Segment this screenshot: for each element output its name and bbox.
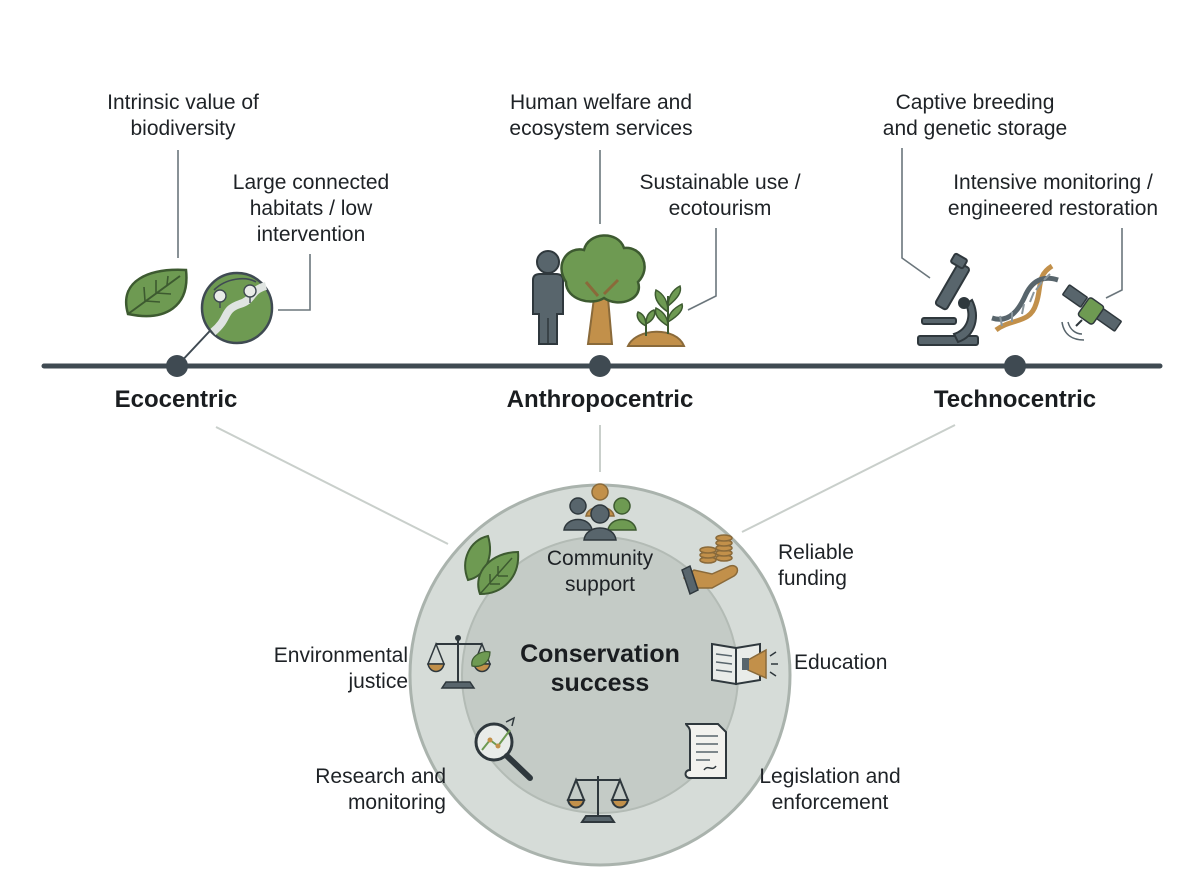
annotation-connected-habitats: Large connected habitats / low intervent… <box>216 170 406 248</box>
annotation-line: intervention <box>256 223 366 246</box>
scales-leaf-icon <box>426 635 492 689</box>
connector-ecocentric <box>215 426 449 545</box>
hand-coins-icon <box>681 534 739 596</box>
factor-research: Research and monitoring <box>290 764 446 816</box>
factor-legislation: Legislation and enforcement <box>740 764 920 816</box>
annotation-line: and genetic storage <box>882 117 1068 140</box>
factor-environmental-justice: Environmental justice <box>244 643 408 695</box>
pole-label-technocentric: Technocentric <box>933 386 1097 413</box>
annotation-line: Intrinsic value of <box>107 91 259 114</box>
factor-education: Education <box>794 650 924 676</box>
annotation-intensive-monitoring: Intensive monitoring / engineered restor… <box>928 170 1178 222</box>
legal-document-icon <box>684 723 727 779</box>
annotation-line: habitats / low <box>249 197 373 220</box>
factor-line: Legislation and <box>759 765 901 788</box>
globe-landscape-icon <box>200 271 274 345</box>
factor-line: Environmental <box>273 644 408 667</box>
connector-technocentric <box>741 424 956 533</box>
leader-sustainable-use <box>687 228 717 311</box>
annotation-line: ecotourism <box>668 197 772 220</box>
seedlings-icon <box>626 284 686 347</box>
annotation-line: Captive breeding <box>895 91 1055 114</box>
annotation-line: engineered restoration <box>947 197 1159 220</box>
node-technocentric <box>1004 355 1026 377</box>
pole-connectors <box>215 424 956 545</box>
microscope-icon <box>917 252 979 346</box>
tree-icon <box>560 234 646 345</box>
annotation-line: Intensive monitoring / <box>953 171 1153 194</box>
annotation-line: Sustainable use / <box>639 171 801 194</box>
person-icon <box>532 250 564 345</box>
annotation-sustainable-use: Sustainable use / ecotourism <box>618 170 822 222</box>
annotation-line: biodiversity <box>130 117 236 140</box>
leader-captive-breeding <box>901 148 931 279</box>
leaves-icon <box>464 534 520 596</box>
scales-icon <box>566 776 630 823</box>
factor-line: Reliable <box>778 541 854 564</box>
hub-title-line: Conservation <box>520 640 680 668</box>
annotation-leaders <box>177 148 1123 311</box>
factor-line: support <box>564 573 636 596</box>
leader-connected-habitats <box>278 254 311 311</box>
factor-line: justice <box>348 670 408 693</box>
factor-line: funding <box>778 567 847 590</box>
annotation-line: ecosystem services <box>509 117 693 140</box>
satellite-icon <box>1061 284 1122 341</box>
factor-line: Research and <box>315 765 446 788</box>
factor-community-support: Community support <box>520 546 680 598</box>
node-ecocentric <box>166 355 188 377</box>
pole-label-ecocentric: Ecocentric <box>114 386 238 413</box>
annotation-captive-breeding: Captive breeding and genetic storage <box>862 90 1088 142</box>
hub-title: Conservation success <box>480 640 720 698</box>
factor-line: enforcement <box>771 791 889 814</box>
factor-line: monitoring <box>347 791 446 814</box>
pole-label-anthropocentric: Anthropocentric <box>506 386 694 413</box>
magnifier-chart-icon <box>474 716 533 781</box>
factor-line: Education <box>794 651 888 674</box>
annotation-line: Human welfare and <box>509 91 693 114</box>
node-anthropocentric <box>589 355 611 377</box>
factor-line: Community <box>546 547 654 570</box>
people-group-icon <box>563 483 637 541</box>
annotation-intrinsic-value: Intrinsic value of biodiversity <box>88 90 278 142</box>
annotation-line: Large connected <box>232 171 390 194</box>
leaf-icon <box>125 268 188 318</box>
leader-intensive-monitoring <box>1105 228 1123 299</box>
dna-helix-icon <box>991 263 1059 333</box>
book-megaphone-icon <box>711 642 778 686</box>
annotation-human-welfare: Human welfare and ecosystem services <box>490 90 712 142</box>
factor-reliable-funding: Reliable funding <box>778 540 898 592</box>
hub-title-line: success <box>550 669 650 697</box>
